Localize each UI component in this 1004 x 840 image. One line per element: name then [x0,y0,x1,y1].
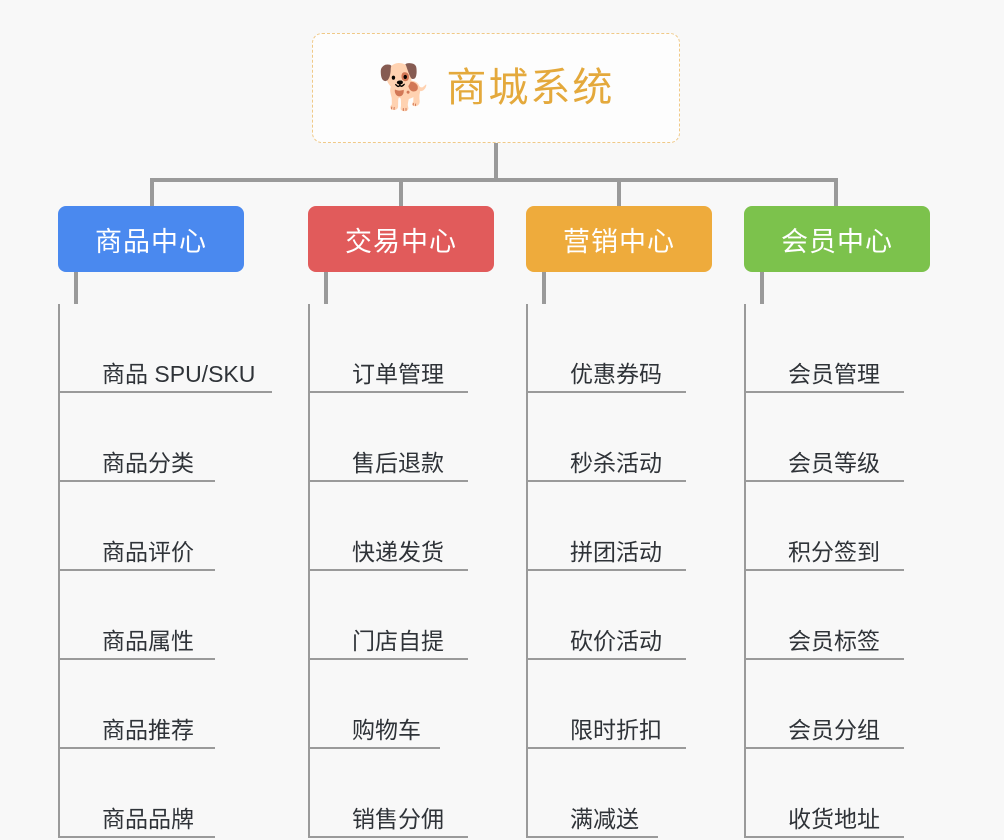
list-item[interactable]: 优惠券码 [528,304,686,393]
list-item[interactable]: 购物车 [310,660,440,749]
list-item[interactable]: 商品评价 [60,482,215,571]
leaf-label: 订单管理 [352,360,444,387]
leaf-label: 购物车 [352,716,421,743]
leaf-label: 商品属性 [102,627,194,654]
connector-column-stem-1 [74,272,78,304]
list-item[interactable]: 拼团活动 [528,482,686,571]
leaf-label: 积分签到 [788,538,880,565]
leaf-label: 商品分类 [102,449,194,476]
list-item[interactable]: 会员管理 [746,304,904,393]
connector-root-vertical [494,143,498,180]
category-header-product-center[interactable]: 商品中心 [58,206,244,272]
connector-branch-3 [617,178,621,208]
leaf-label: 限时折扣 [570,716,662,743]
list-item[interactable]: 积分签到 [746,482,904,571]
leaf-label: 满减送 [570,805,639,832]
shiba-dog-face-icon: 🐕 [377,63,433,112]
connector-branch-4 [834,178,838,208]
leaf-list-member-center: 会员管理 会员等级 积分签到 会员标签 会员分组 收货地址 [744,304,984,838]
leaf-list-trade-center: 订单管理 售后退款 快递发货 门店自提 购物车 销售分佣 [308,304,548,838]
leaf-label: 会员管理 [788,360,880,387]
list-item[interactable]: 会员分组 [746,660,904,749]
leaf-label: 销售分佣 [352,805,444,832]
list-item[interactable]: 商品 SPU/SKU [60,304,272,393]
list-item[interactable]: 商品属性 [60,571,215,660]
connector-branch-1 [150,178,154,208]
column-member-center: 会员中心 会员管理 会员等级 积分签到 会员标签 会员分组 收货地址 [744,206,984,838]
leaf-label: 快递发货 [352,538,444,565]
leaf-label: 会员标签 [788,627,880,654]
leaf-label: 商品品牌 [102,805,194,832]
leaf-label: 商品 SPU/SKU [102,360,256,387]
list-item[interactable]: 销售分佣 [310,749,468,838]
connector-branch-2 [399,178,403,208]
leaf-label: 商品评价 [102,538,194,565]
leaf-label: 会员分组 [788,716,880,743]
leaf-label: 门店自提 [352,627,444,654]
column-marketing-center: 营销中心 优惠券码 秒杀活动 拼团活动 砍价活动 限时折扣 满减送 [526,206,766,838]
list-item[interactable]: 快递发货 [310,482,468,571]
leaf-list-product-center: 商品 SPU/SKU 商品分类 商品评价 商品属性 商品推荐 商品品牌 [58,304,298,838]
list-item[interactable]: 秒杀活动 [528,393,686,482]
connector-horizontal-bus [150,178,838,182]
leaf-label: 拼团活动 [570,538,662,565]
leaf-label: 优惠券码 [570,360,662,387]
list-item[interactable]: 满减送 [528,749,658,838]
list-item[interactable]: 商品分类 [60,393,215,482]
connector-column-stem-2 [324,272,328,304]
list-item[interactable]: 商品品牌 [60,749,215,838]
list-item[interactable]: 砍价活动 [528,571,686,660]
leaf-label: 会员等级 [788,449,880,476]
leaf-label: 秒杀活动 [570,449,662,476]
category-header-marketing-center[interactable]: 营销中心 [526,206,712,272]
list-item[interactable]: 会员标签 [746,571,904,660]
column-product-center: 商品中心 商品 SPU/SKU 商品分类 商品评价 商品属性 商品推荐 商品品牌 [58,206,298,838]
connector-column-stem-3 [542,272,546,304]
list-item[interactable]: 会员等级 [746,393,904,482]
list-item[interactable]: 门店自提 [310,571,468,660]
category-header-member-center[interactable]: 会员中心 [744,206,930,272]
list-item[interactable]: 限时折扣 [528,660,686,749]
leaf-label: 售后退款 [352,449,444,476]
leaf-label: 收货地址 [788,805,880,832]
leaf-label: 砍价活动 [570,627,662,654]
column-trade-center: 交易中心 订单管理 售后退款 快递发货 门店自提 购物车 销售分佣 [308,206,548,838]
list-item[interactable]: 商品推荐 [60,660,215,749]
root-node[interactable]: 🐕 商城系统 [312,33,680,143]
leaf-list-marketing-center: 优惠券码 秒杀活动 拼团活动 砍价活动 限时折扣 满减送 [526,304,766,838]
list-item[interactable]: 订单管理 [310,304,468,393]
list-item[interactable]: 售后退款 [310,393,468,482]
category-header-trade-center[interactable]: 交易中心 [308,206,494,272]
connector-column-stem-4 [760,272,764,304]
leaf-label: 商品推荐 [102,716,194,743]
list-item[interactable]: 收货地址 [746,749,904,838]
root-title: 商城系统 [446,66,615,110]
